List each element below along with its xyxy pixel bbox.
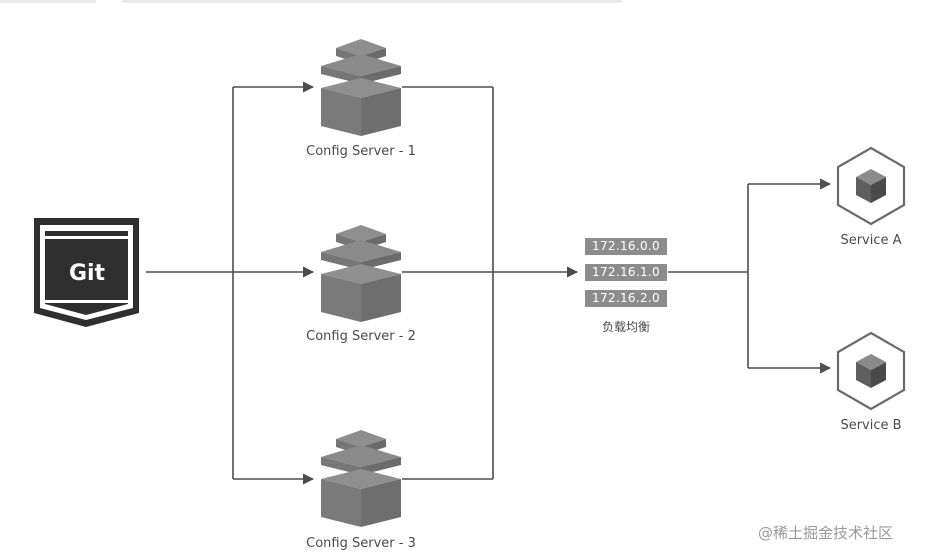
git-badge-icon — [34, 218, 139, 327]
top-divider-left — [0, 0, 96, 3]
server-stack-icon-1 — [321, 39, 401, 136]
service-b-label: Service B — [840, 418, 902, 433]
server-stack-icon-2 — [321, 225, 401, 322]
config-server-2-label: Config Server - 2 — [306, 329, 416, 344]
service-a-label: Service A — [840, 233, 902, 248]
cube-icon-service-b — [836, 331, 906, 411]
load-balancer-label: 负载均衡 — [601, 320, 651, 334]
config-server-3-label: Config Server - 3 — [306, 536, 416, 551]
top-divider-right — [122, 0, 622, 3]
watermark: @稀土掘金技术社区 — [758, 524, 894, 542]
git-label: Git — [69, 261, 106, 286]
lb-ip-2: 172.16.1.0 — [585, 264, 667, 281]
server-stack-icon-3 — [321, 430, 401, 527]
lb-ip-1: 172.16.0.0 — [585, 238, 667, 255]
connector-lines — [146, 81, 832, 485]
config-server-1-label: Config Server - 1 — [306, 144, 416, 159]
cube-icon-service-a — [836, 146, 906, 226]
lb-ip-3: 172.16.2.0 — [585, 290, 667, 307]
